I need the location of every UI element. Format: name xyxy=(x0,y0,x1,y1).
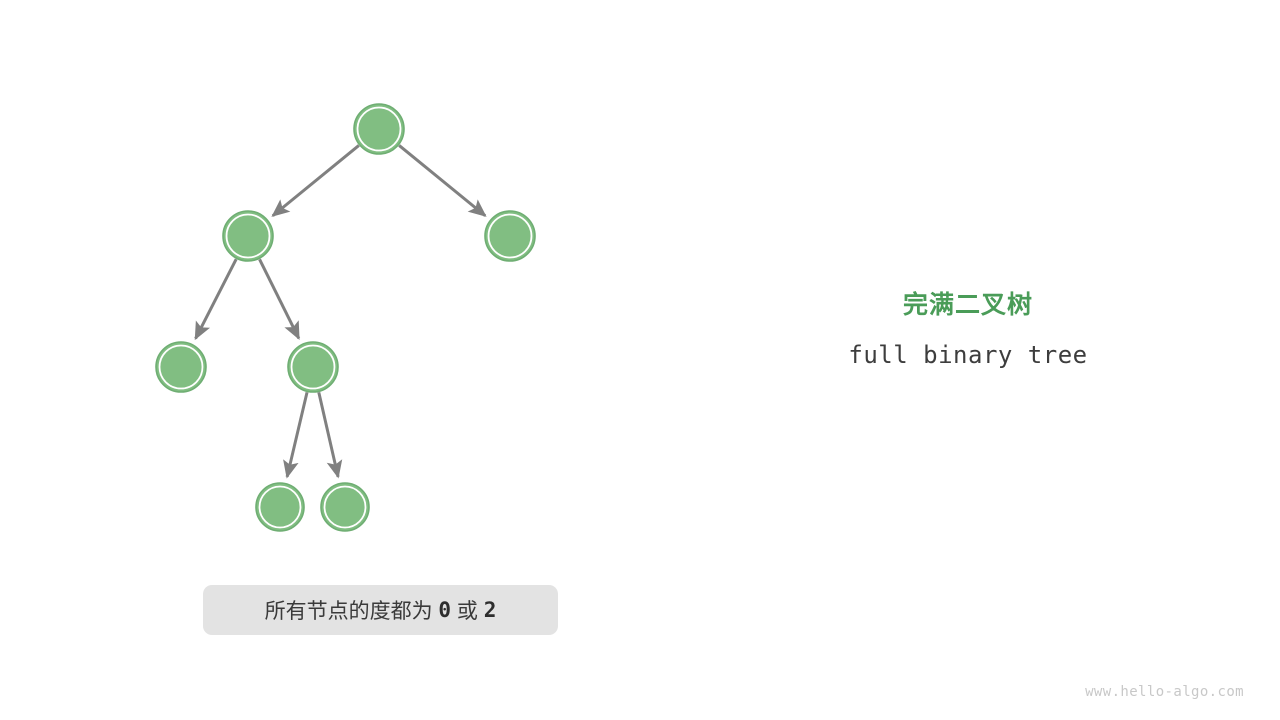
tree-edge-left-leftleft xyxy=(194,258,238,341)
tree-edge-root-left xyxy=(271,144,360,217)
tree-type-subtitle: full binary tree xyxy=(848,341,1088,369)
tree-node-left xyxy=(222,210,274,262)
node-inner-ring xyxy=(258,485,302,529)
caption-prefix: 所有节点的度都为 xyxy=(264,600,439,623)
caption-pill: 所有节点的度都为 0 或 2 xyxy=(203,585,558,635)
node-inner-ring xyxy=(158,344,204,390)
node-inner-ring xyxy=(356,106,402,152)
tree-node-left-right-left xyxy=(255,482,305,532)
tree-edge-root-right xyxy=(398,144,487,217)
caption-degree-zero: 0 xyxy=(438,598,452,622)
tree-edge-left-leftright xyxy=(258,258,301,340)
watermark: www.hello-algo.com xyxy=(1085,684,1244,700)
caption-middle: 或 xyxy=(451,600,484,623)
tree-edge-leftright-right xyxy=(317,392,343,479)
node-inner-ring xyxy=(290,344,336,390)
tree-edge-layer xyxy=(194,144,487,479)
tree-node-left-left xyxy=(155,341,207,393)
tree-node-right xyxy=(484,210,536,262)
caption-degree-two: 2 xyxy=(483,598,497,622)
tree-node-root xyxy=(353,103,405,155)
node-inner-ring xyxy=(225,213,271,259)
node-inner-ring xyxy=(323,485,367,529)
tree-edge-leftright-left xyxy=(283,391,309,479)
tree-type-title: 完满二叉树 xyxy=(902,291,1033,319)
tree-type-label: 完满二叉树 full binary tree xyxy=(768,288,1168,371)
tree-node-left-right-right xyxy=(320,482,370,532)
tree-node-left-right xyxy=(287,341,339,393)
node-inner-ring xyxy=(487,213,533,259)
tree-node-layer xyxy=(155,103,536,532)
